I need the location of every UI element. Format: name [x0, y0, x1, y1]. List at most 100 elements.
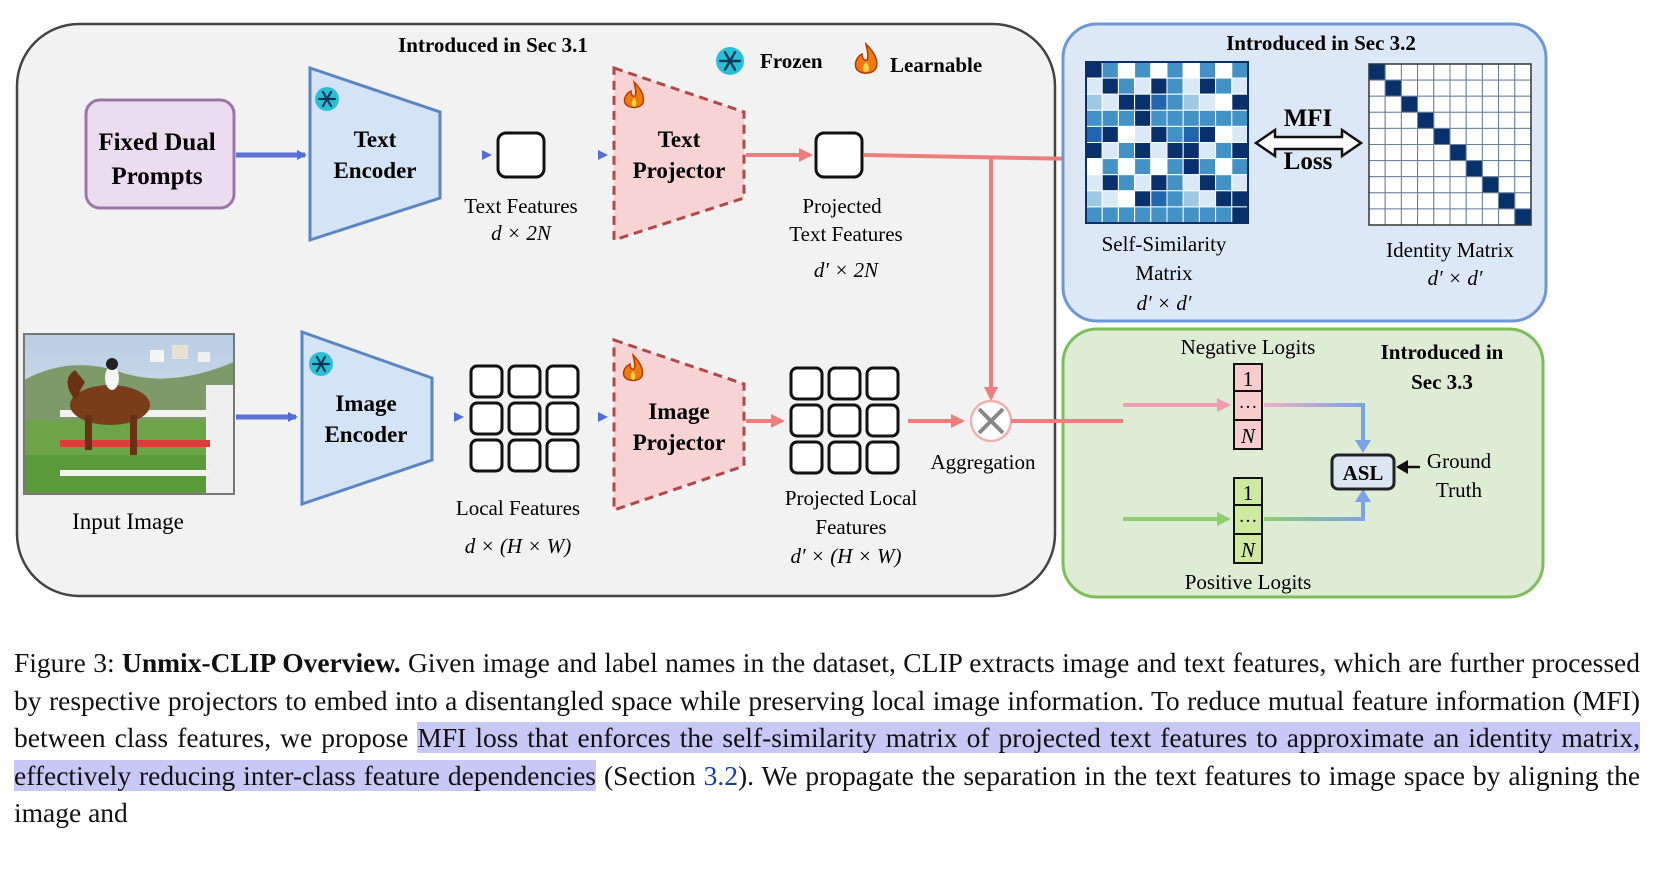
negative-logits-dots: …	[1239, 392, 1258, 413]
matrix-cell	[1085, 93, 1103, 111]
mfi-line2: Loss	[1284, 148, 1333, 175]
feature-cell	[789, 366, 824, 401]
matrix-cell	[1101, 61, 1119, 79]
identity-cell	[1514, 144, 1532, 162]
feature-cell	[469, 401, 504, 436]
matrix-cell	[1117, 77, 1136, 95]
matrix-cell	[1182, 61, 1200, 79]
matrix-cell	[1215, 158, 1233, 176]
identity-cell	[1417, 79, 1435, 97]
matrix-cell	[1182, 206, 1200, 224]
image-encoder-line1: Image	[335, 391, 396, 416]
identity-cell	[1384, 111, 1402, 129]
self-similarity-line2: Matrix	[1135, 261, 1193, 285]
legend-frozen: Frozen	[760, 49, 823, 73]
matrix-cell	[1166, 158, 1184, 176]
identity-matrix-label: Identity Matrix	[1386, 238, 1514, 262]
matrix-cell	[1085, 125, 1103, 144]
identity-cell	[1417, 127, 1435, 145]
matrix-cell	[1117, 142, 1136, 160]
text-projector-line2: Projector	[633, 158, 726, 183]
identity-cell	[1400, 79, 1419, 97]
matrix-cell	[1101, 174, 1119, 192]
matrix-cell	[1166, 93, 1184, 111]
identity-cell	[1368, 208, 1386, 226]
input-image	[23, 333, 235, 495]
identity-matrix-dim: d′ × d′	[1428, 266, 1483, 290]
identity-cell	[1514, 111, 1532, 129]
identity-cell	[1465, 160, 1483, 178]
identity-matrix	[1368, 63, 1532, 226]
matrix-cell	[1231, 109, 1249, 127]
matrix-cell	[1150, 190, 1168, 208]
identity-cell	[1368, 176, 1386, 194]
matrix-cell	[1150, 77, 1168, 95]
identity-cell	[1449, 144, 1467, 162]
identity-cell	[1368, 111, 1386, 129]
matrix-cell	[1166, 190, 1184, 208]
identity-cell	[1368, 192, 1386, 210]
matrix-cell	[1198, 61, 1217, 79]
arrow-negative-asl	[1264, 403, 1365, 442]
identity-cell	[1498, 176, 1516, 194]
feature-cell	[865, 403, 900, 438]
identity-cell	[1368, 127, 1386, 145]
identity-cell	[1498, 79, 1516, 97]
figure-caption: Figure 3: Unmix-CLIP Overview. Given ima…	[14, 644, 1640, 832]
identity-cell	[1498, 127, 1516, 145]
matrix-cell	[1134, 142, 1152, 160]
projected-text-line1: Projected	[802, 194, 882, 218]
matrix-cell	[1117, 190, 1136, 208]
identity-cell	[1465, 63, 1483, 81]
matrix-cell	[1215, 190, 1233, 208]
matrix-cell	[1166, 206, 1184, 224]
negative-logits-first: 1	[1243, 367, 1254, 391]
matrix-cell	[1134, 174, 1152, 192]
identity-cell	[1498, 160, 1516, 178]
matrix-cell	[1198, 158, 1217, 176]
positive-logits-dots: …	[1239, 506, 1258, 527]
matrix-cell	[1150, 93, 1168, 111]
image-projector-line1: Image	[648, 399, 709, 424]
self-similarity-line1: Self-Similarity	[1102, 232, 1227, 256]
identity-cell	[1400, 63, 1419, 81]
matrix-cell	[1231, 125, 1249, 144]
identity-cell	[1449, 208, 1467, 226]
text-encoder-line1: Text	[354, 127, 397, 152]
identity-cell	[1417, 95, 1435, 113]
identity-cell	[1498, 95, 1516, 113]
identity-cell	[1400, 208, 1419, 226]
identity-cell	[1498, 192, 1516, 210]
identity-cell	[1368, 79, 1386, 97]
matrix-cell	[1215, 77, 1233, 95]
identity-cell	[1449, 63, 1467, 81]
matrix-cell	[1085, 206, 1103, 224]
matrix-cell	[1117, 158, 1136, 176]
caption-body: Given image and label names in the datas…	[14, 647, 1640, 753]
identity-cell	[1384, 79, 1402, 97]
projected-local-line1: Projected Local	[785, 486, 918, 510]
identity-cell	[1400, 176, 1419, 194]
caption-section-link[interactable]: 3.2	[703, 759, 738, 791]
sec33-title-line1: Introduced in	[1381, 340, 1504, 364]
positive-logits-label: Positive Logits	[1185, 570, 1312, 594]
matrix-cell	[1085, 158, 1103, 176]
matrix-cell	[1182, 174, 1200, 192]
feature-cell	[469, 438, 504, 473]
aggregation-op	[969, 399, 1013, 443]
matrix-cell	[1231, 158, 1249, 176]
text-features-label: Text Features	[464, 194, 577, 218]
identity-cell	[1481, 127, 1500, 145]
matrix-cell	[1150, 109, 1168, 127]
identity-cell	[1481, 160, 1500, 178]
feature-cell	[865, 366, 900, 401]
identity-cell	[1481, 176, 1500, 194]
identity-cell	[1368, 160, 1386, 178]
identity-cell	[1417, 208, 1435, 226]
identity-cell	[1514, 95, 1532, 113]
matrix-cell	[1085, 109, 1103, 127]
positive-logits-first: 1	[1243, 481, 1254, 505]
feature-cell	[507, 401, 542, 436]
image-projector	[612, 337, 746, 513]
arrow-positive-asl	[1264, 500, 1365, 521]
